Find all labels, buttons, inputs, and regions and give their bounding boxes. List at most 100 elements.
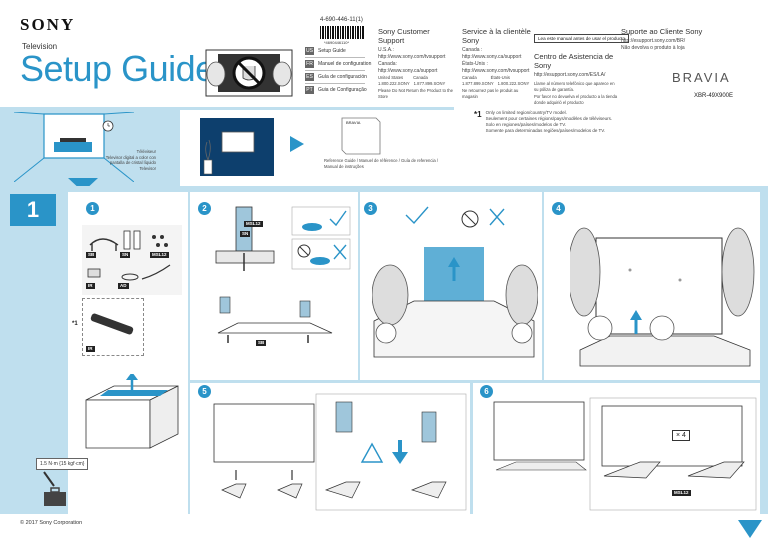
corner-arrow-icon: [738, 520, 762, 538]
section-number: 1: [10, 194, 56, 226]
part-tag-sb: SB: [86, 252, 97, 258]
screwdriver-toolbox-icon: [43, 471, 66, 506]
support-en-canada: Canada:: [378, 61, 397, 67]
lang-code-pt: PT: [305, 86, 314, 94]
part-tag-sn: SN: [120, 252, 131, 258]
lang-code-fr: FR: [305, 60, 314, 68]
support-fr-url-ca[interactable]: http://www.sony.ca/support: [462, 54, 522, 60]
support-en: Sony Customer Support U.S.A.: http://www…: [378, 27, 458, 99]
lang-label-es: Guía de configuración: [318, 74, 367, 80]
torque-spec: 1.5 N·m {15 kgf·cm}: [36, 458, 89, 470]
down-arrow-icon: [68, 178, 98, 192]
remote-box: [82, 298, 144, 356]
remote-note-marker: *1: [72, 321, 78, 327]
support-fr-ca-phone: 1.877.899.SONY: [462, 80, 494, 86]
step-1-badge: 1: [86, 202, 99, 215]
manual-caption: Reference Guide / Manuel de référence / …: [324, 158, 438, 169]
model-number: XBR-49X900E: [694, 93, 734, 99]
no-touch-screen-illustration: [205, 49, 293, 97]
page-title: Setup Guide: [20, 48, 215, 89]
support-en-url-ca[interactable]: http://www.sony.ca/support: [378, 68, 438, 74]
note-fr: Seulement pour certaines régions/pays/mo…: [485, 116, 613, 121]
support-fr-region: Canada :: [462, 47, 483, 53]
room-illustration: [14, 112, 134, 182]
note-marker: *1: [474, 110, 482, 119]
wall-tv-illustration: [200, 118, 274, 176]
attach-stand-illustration: [213, 393, 467, 511]
parts-illustration: [82, 225, 182, 295]
support-en-heading: Sony Customer Support: [378, 27, 430, 45]
note-es: Solo en regiones/países/modelos de TV.: [485, 122, 567, 127]
support-fr-ca-phone-label: Canada: [462, 75, 477, 80]
support-fr: Service à la clientèle Sony Canada : htt…: [462, 27, 532, 99]
box-illustration: [85, 374, 179, 449]
secure-screws-illustration: [493, 397, 757, 511]
support-fr-url-us[interactable]: http://www.sony.com/tvsupport: [462, 68, 530, 74]
read-manual-notice: Lea este manual antes de usar el product…: [534, 34, 630, 43]
support-pt-heading: Suporte ao Cliente Sony: [621, 27, 703, 36]
support-en-note: Please Do Not Return the Product to the …: [378, 88, 453, 99]
lang-label-pt: Guia de Configuração: [318, 87, 367, 93]
part-tag-msl12-step6: MSL12: [672, 490, 691, 496]
barcode-number: *4690446110*: [324, 40, 350, 45]
tv-caption-fr: Téléviseur: [136, 149, 156, 154]
part-tag-msl12: MSL12: [150, 252, 169, 258]
support-es: Lea este manual antes de usar el product…: [534, 27, 630, 105]
divider: [305, 83, 365, 84]
support-en-ca-phone: 1.877.899.SONY: [413, 80, 446, 86]
step-4-badge: 4: [552, 202, 565, 215]
reference-guide-booklet: [341, 117, 381, 155]
part-tag-remote: IR: [86, 346, 95, 352]
part-tag-sb-step2: SB: [256, 340, 267, 346]
lang-label-fr: Manuel de configuration: [318, 61, 372, 67]
manual-caption-line1: Reference Guide / Manuel de référence / …: [324, 158, 439, 163]
support-es-line1: Llame al número telefónico que aparece e…: [534, 81, 615, 86]
support-es-line4: donde adquirió el producto: [534, 99, 584, 105]
lang-code-us: US: [305, 47, 314, 55]
lift-tv-illustration: [570, 227, 755, 367]
support-es-url[interactable]: http://esupport.sony.com/ES/LA/: [534, 72, 606, 78]
manual-caption-line2: Manual de instruções: [324, 163, 364, 169]
note-en: Only on limited region/country/TV model.: [485, 110, 567, 115]
support-pt-url[interactable]: http://esupport.sony.com/BR/: [621, 38, 686, 44]
support-fr-heading: Service à la clientèle Sony: [462, 27, 531, 45]
support-fr-note: Ne retournez pas le produit au magasin: [462, 88, 519, 99]
repeat-count: × 4: [672, 430, 690, 441]
support-es-heading: Centro de Asistencia de Sony: [534, 52, 614, 70]
bravia-logo: BRAVIA: [672, 70, 731, 85]
note-pt: Somente para determinadas regiões/países…: [485, 128, 606, 133]
part-tag-ad: AD: [118, 283, 129, 289]
support-es-line3: Por favor no devuelva el producto a la t…: [534, 94, 618, 99]
divider: [305, 70, 365, 71]
tv-caption-es-2: pantalla de cristal líquido: [109, 160, 156, 165]
step-2-badge: 2: [198, 202, 211, 215]
step-6-badge: 6: [480, 385, 493, 398]
document-number: 4-690-446-11(1): [320, 17, 363, 23]
step-5-badge: 5: [198, 385, 211, 398]
support-pt-note: Não devolva o produto à loja: [621, 45, 685, 51]
part-tag-sn-step2: SN: [240, 231, 251, 237]
sony-logo: SONY: [20, 15, 76, 34]
part-tag-ir: IR: [86, 283, 95, 289]
torque-value: 1.5 N·m {15 kgf·cm}: [36, 458, 89, 470]
support-en-us-phone: 1.800.222.SONY: [378, 80, 410, 86]
step-3-badge: 3: [364, 202, 377, 215]
tv-caption-es-1: Televisor digital a color con: [105, 154, 156, 160]
product-type: Television: [22, 42, 58, 51]
barcode: [320, 26, 364, 39]
support-en-url-us[interactable]: http://www.sony.com/tvsupport: [378, 54, 446, 60]
lang-code-es: ES: [305, 73, 314, 81]
lang-label-us: Setup Guide: [318, 48, 346, 54]
support-en-ca-phone-label: Canada: [413, 75, 428, 80]
tv-caption: Téléviseur Televisor digital a color con…: [98, 149, 156, 171]
copyright: © 2017 Sony Corporation: [20, 520, 83, 526]
support-es-line2: su póliza de garantía.: [534, 86, 575, 92]
model-notes: *1 Only on limited region/country/TV mod…: [474, 110, 612, 134]
support-en-region: U.S.A.:: [378, 47, 394, 53]
stand-assembly-illustration: [215, 206, 351, 343]
tv-caption-pt: Televisor: [139, 165, 156, 171]
support-en-us-phone-label: United States: [378, 75, 404, 80]
remote-control-illustration: [90, 313, 134, 335]
divider: [305, 57, 365, 58]
right-arrow-icon: [290, 136, 304, 152]
